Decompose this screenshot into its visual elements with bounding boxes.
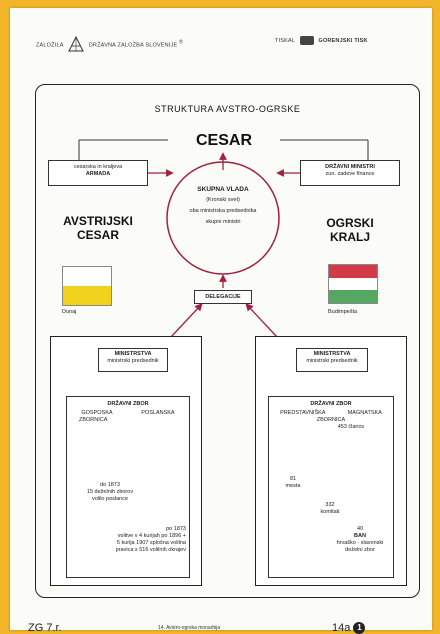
publisher-logo-icon [68, 35, 84, 54]
header-publisher: DRŽAVNA ZALOŽBA SLOVENIJE [88, 42, 178, 49]
header-printer: GORENJSKI TISK [318, 37, 368, 44]
hungarian-diet-box: DRŽAVNI ZBOR PREDSTAVNIŠKA MAGNATSKA ZBO… [268, 396, 394, 578]
hungarian-king-title: OGRSKI KRALJ [300, 216, 400, 244]
croatian-diet-group: 40 BAN hrvaško - slavonski deželni zbor [330, 526, 390, 554]
delegations-box: DELEGACIJE [194, 290, 252, 304]
hungarian-diet-title: DRŽAVNI ZBOR [310, 401, 352, 407]
footer-caption: 14. Avstro-ogrska monarhija [158, 625, 221, 631]
registered-mark-icon: ® [179, 39, 184, 46]
header-printer-label: TISKAL [275, 37, 295, 44]
hungarian-cities-label: mesta [285, 483, 301, 489]
army-box: cesarska in kraljeva ARMADA [48, 160, 148, 186]
ministers-line2: zun. zadeve finance [325, 171, 375, 177]
austrian-note1-line2: 15 deželnih zborov [86, 489, 134, 495]
council-line1: SKUPNA VLADA [197, 186, 249, 193]
diagram-sheet: ZALOŽILA DRŽAVNA ZALOŽBA SLOVENIJE ® TIS… [10, 8, 432, 634]
hungarian-house1: PREDSTAVNIŠKA [280, 410, 326, 416]
cesar-label: CESAR [195, 132, 252, 149]
croatian-diet-label1: hrvaško - slavonski [336, 540, 384, 546]
hungarian-counties-count: 332 [325, 502, 335, 508]
austrian-house1: GOSPOSKA [81, 410, 113, 416]
austrian-note2-line2: volitve v 4 kurijah po 1896 + [117, 533, 186, 539]
austrian-ministry-line2: ministrski predsednik [107, 358, 159, 364]
austrian-note-after-1873: po 1873 volitve v 4 kurijah po 1896 + 5 … [74, 526, 186, 554]
austrian-diet-box: DRŽAVNI ZBOR GOSPOSKA POSLANSKA ZBORNICA [66, 396, 190, 578]
austrian-note-before-1873: do 1873 15 deželnih zborov volilo poslan… [74, 482, 146, 503]
hungarian-house3: ZBORNICA [316, 417, 346, 423]
austrian-note1-line3: volilo poslance [91, 496, 129, 502]
hungarian-counties-label: komitati [320, 509, 340, 515]
state-ministers-box: DRŽAVNI MINISTRI zun. zadeve finance [300, 160, 400, 186]
austrian-title-line2: CESAR [76, 228, 119, 242]
austrian-title-line1: AVSTRIJSKI [63, 214, 133, 228]
hungarian-seats: 453 članov [337, 424, 365, 430]
header-published-by: ZALOŽILA [36, 42, 64, 49]
hungary-flag [328, 264, 378, 304]
austrian-note2-line4: pravica s 516 volilnih okrajev [115, 547, 186, 553]
austrian-diet-title: DRŽAVNI ZBOR [107, 401, 149, 407]
council-line4: skupni ministri [205, 219, 241, 225]
hungarian-cities-count: 81 [289, 476, 297, 482]
hungarian-cities-group: 81 mesta [278, 476, 308, 490]
footer-code: ZG 7.r. [28, 622, 62, 634]
council-line3: oba ministrska predsednika [189, 208, 257, 214]
joint-government: SKUPNA VLADA (Kronski svet) oba ministrs… [170, 184, 276, 228]
army-line1: cesarska in kraljeva [73, 164, 123, 170]
hungarian-ministry-line2: ministrski predsednik [306, 358, 358, 364]
budapest-label: Budimpešta [328, 309, 358, 315]
croatian-diet-count: 40 [356, 526, 364, 532]
army-line2: ARMADA [85, 171, 111, 177]
hungarian-ministry-box: MINISTRSTVA ministrski predsednik [296, 348, 368, 372]
croatian-ban-label: BAN [354, 533, 366, 539]
council-line2: (Kronski svet) [206, 197, 240, 203]
austrian-note2-line3: 5 kurija 1907 splošna volilna [116, 540, 186, 546]
austrian-house2: POSLANSKA [141, 410, 175, 416]
footer-page-circle: 1 [353, 622, 366, 634]
austrian-note2-line1: po 1873 [166, 526, 186, 532]
croatian-diet-label2: deželni zbor [345, 547, 375, 553]
austrian-emperor-title: AVSTRIJSKI CESAR [48, 214, 148, 242]
austrian-ministry-line1: MINISTRSTVA [114, 351, 152, 357]
diagram-title: STRUKTURA AVSTRO-OGRSKE [154, 104, 301, 114]
footer-page: 14a 1 [332, 622, 366, 634]
austrian-note1-line1: do 1873 [100, 482, 120, 488]
vienna-label: Dunaj [62, 309, 77, 315]
hungarian-title-line2: KRALJ [329, 230, 370, 244]
printer-logo-icon [299, 36, 314, 45]
header-left: ZALOŽILA DRŽAVNA ZALOŽBA SLOVENIJE ® [36, 35, 184, 54]
hungarian-house2: MAGNATSKA [347, 410, 382, 416]
hungarian-title-line1: OGRSKI [326, 216, 374, 230]
austria-flag [62, 266, 112, 306]
austrian-ministry-box: MINISTRSTVA ministrski predsednik [98, 348, 168, 372]
austrian-house3: ZBORNICA [79, 417, 108, 423]
footer-page-number: 14a [332, 622, 351, 634]
hungarian-ministry-line1: MINISTRSTVA [313, 351, 351, 357]
header-right: TISKAL GORENJSKI TISK [275, 36, 368, 45]
hungarian-counties-group: 332 komitati [310, 502, 350, 516]
ministers-line1: DRŽAVNI MINISTRI [325, 164, 375, 170]
diagram-frame [35, 84, 420, 598]
